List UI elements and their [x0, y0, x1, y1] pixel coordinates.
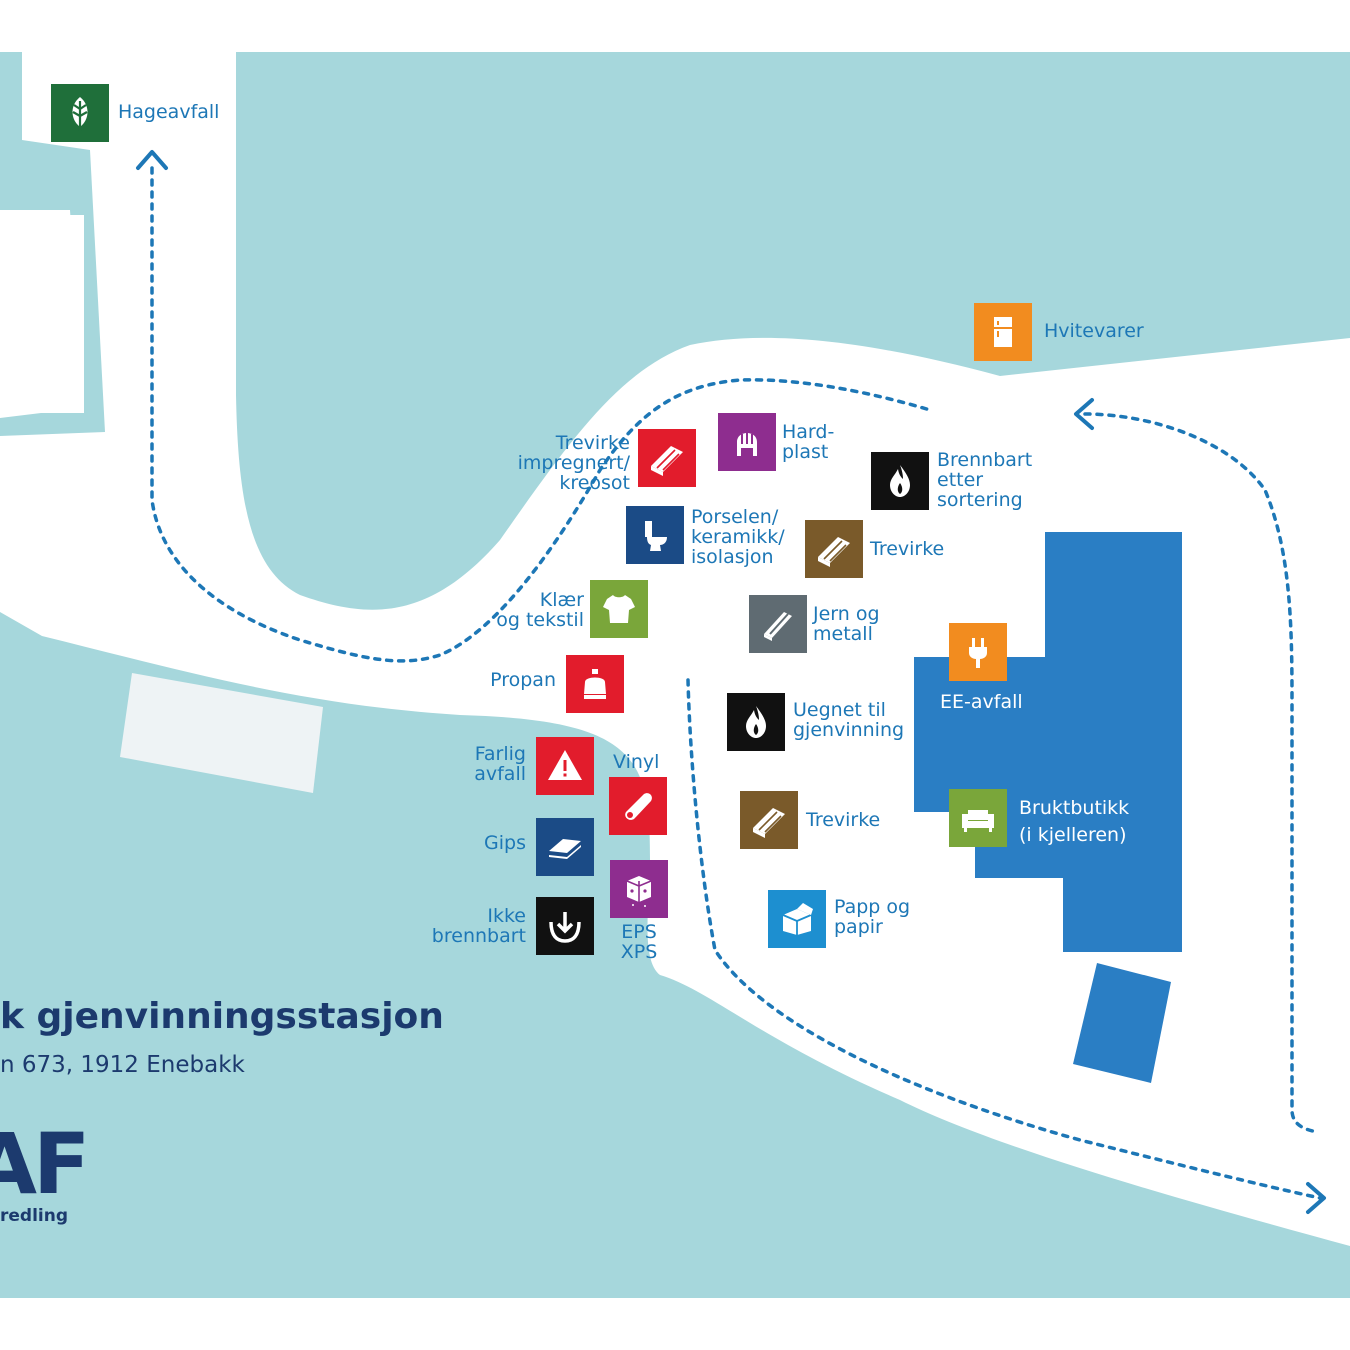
- flame-icon: [746, 706, 766, 738]
- plug-icon: [969, 638, 987, 668]
- main-building: [914, 532, 1182, 952]
- route-to-hageavfall: [150, 166, 932, 663]
- route-entry: [686, 678, 1322, 1200]
- label-propan: Propan: [490, 669, 556, 691]
- label-papp-og-papir: Papp og papir: [834, 896, 911, 938]
- gas-bottle-icon: [584, 669, 606, 699]
- sofa-icon: [962, 810, 994, 832]
- vinyl-roll-icon: [625, 793, 652, 820]
- station-gips[interactable]: [536, 818, 594, 876]
- toilet-icon: [645, 521, 667, 551]
- noncombustible-icon: [549, 912, 581, 943]
- company-logo: AF: [0, 1115, 90, 1213]
- small-building: [1073, 963, 1171, 1083]
- lumber-icon: [818, 537, 850, 567]
- label-hvitevarer: Hvitevarer: [1044, 320, 1144, 342]
- station-hvitevarer[interactable]: [974, 303, 1032, 361]
- label-trevirke-2: Trevirke: [806, 809, 881, 831]
- station-papp-og-papir[interactable]: [768, 890, 826, 948]
- label-eps-xps: EPS XPS: [620, 921, 658, 963]
- road-left-branch: [0, 52, 1350, 1246]
- traffic-routes: [150, 166, 1322, 1200]
- label-porselen: Porselen/ keramikk/ isolasjon: [691, 506, 785, 568]
- arrow-left: [1074, 398, 1094, 430]
- left-parking-area: [0, 215, 84, 413]
- warning-icon: [548, 750, 582, 780]
- metal-icon: [764, 612, 792, 641]
- label-farlig-avfall: Farlig avfall: [474, 743, 526, 785]
- label-hardplast: Hard- plast: [782, 421, 835, 463]
- flame-icon: [890, 465, 910, 497]
- box-icon: [782, 903, 813, 935]
- station-porselen[interactable]: [626, 506, 684, 564]
- station-hageavfall[interactable]: [51, 84, 109, 142]
- leaf-icon: [72, 97, 88, 131]
- arrow-up: [136, 150, 168, 170]
- label-klaer: Klær og tekstil: [496, 589, 584, 631]
- plasterboard-icon: [549, 839, 581, 859]
- label-uegnet: Uegnet til gjenvinning: [793, 699, 905, 741]
- lumber-icon: [651, 446, 683, 476]
- station-trevirke-2[interactable]: [740, 791, 798, 849]
- route-arrows: [136, 150, 1326, 1214]
- station-vinyl[interactable]: [609, 777, 667, 835]
- station-propan[interactable]: [566, 655, 624, 713]
- station-eps-xps[interactable]: [610, 860, 668, 918]
- station-uegnet[interactable]: [727, 693, 785, 751]
- station-klaer[interactable]: [590, 580, 648, 638]
- roads: [0, 52, 1350, 1246]
- label-jern-og-metall: Jern og metall: [813, 603, 880, 645]
- light-shed: [120, 673, 323, 793]
- fridge-icon: [994, 317, 1012, 347]
- label-gips: Gips: [484, 832, 526, 854]
- buildings: [120, 532, 1182, 1083]
- label-ee-avfall: EE-avfall: [940, 691, 1023, 713]
- station-jern-og-metall[interactable]: [749, 595, 807, 653]
- station-bruktbutikk[interactable]: [949, 789, 1007, 847]
- company-logo-subtitle: redling: [0, 1206, 69, 1226]
- shirt-icon: [603, 595, 635, 623]
- address-text: n 673, 1912 Enebakk: [0, 1052, 245, 1078]
- label-ikke-brennbart: Ikke brennbart: [431, 905, 526, 947]
- station-ikke-brennbart[interactable]: [536, 897, 594, 955]
- label-trevirke-1: Trevirke: [870, 538, 945, 560]
- label-bruktbutikk: Bruktbutikk (i kjelleren): [1019, 797, 1130, 846]
- chair-icon: [737, 432, 757, 456]
- arrow-right: [1306, 1182, 1326, 1214]
- lumber-icon: [753, 808, 785, 838]
- station-farlig-avfall[interactable]: [536, 737, 594, 795]
- label-trevirke-impregnert: Trevirke impregnert/ kreosot: [517, 432, 630, 494]
- label-hageavfall: Hageavfall: [118, 101, 220, 123]
- station-trevirke-1[interactable]: [805, 520, 863, 578]
- page-title: k gjenvinningsstasjon: [0, 996, 444, 1037]
- station-trevirke-impregnert[interactable]: [638, 429, 696, 487]
- station-ee-avfall[interactable]: [949, 623, 1007, 681]
- route-return: [1083, 412, 1320, 1134]
- station-brennbart-etter-sortering[interactable]: [871, 452, 929, 510]
- station-hardplast[interactable]: [718, 413, 776, 471]
- label-vinyl: Vinyl: [613, 751, 660, 773]
- eps-block-icon: [626, 876, 652, 907]
- label-brennbart-etter-sortering: Brennbart etter sortering: [937, 449, 1033, 511]
